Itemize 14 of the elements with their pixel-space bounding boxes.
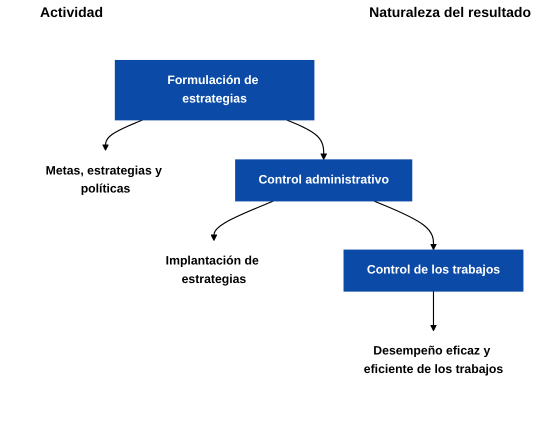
arrow [210, 200, 274, 242]
arrow [374, 200, 437, 250]
column-heading: Actividad [40, 4, 104, 22]
column-heading: Naturaleza del resultado [369, 4, 531, 22]
node-text: Metas, estrategias y políticas [46, 164, 162, 196]
node-box [235, 159, 412, 202]
node-box [114, 60, 314, 120]
node-box [344, 250, 524, 292]
node-text: Implantación de estrategias [166, 254, 259, 286]
flowchart: Formulación de estrategias Metas, estrategias y políticas Control administrativo Implantación de estrategias Control de los trabajos Desempeño eficaz y eficiente de los trabajos [0, 28, 539, 423]
arrow [102, 119, 143, 151]
node-text: Desempeño eficaz y eficiente de los trabajos [364, 344, 504, 376]
arrow [286, 119, 328, 160]
arrow [430, 291, 437, 332]
